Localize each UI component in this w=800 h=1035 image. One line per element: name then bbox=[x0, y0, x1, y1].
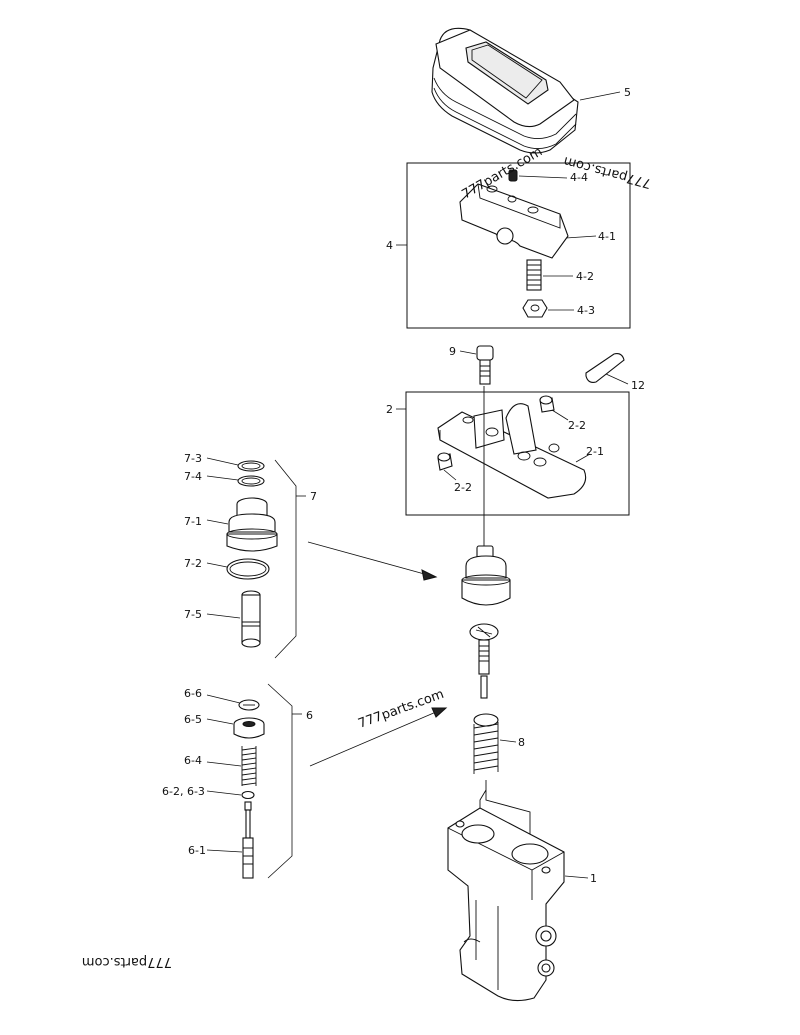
part-7-2-o-ring bbox=[226, 558, 270, 580]
label-6-5: 6-5 bbox=[184, 713, 202, 726]
part-6-5-seat bbox=[233, 717, 265, 739]
part-6-4-spring bbox=[241, 746, 257, 786]
label-6-2-6-3: 6-2, 6-3 bbox=[162, 785, 205, 798]
part-12-pin bbox=[585, 353, 625, 383]
label-7-2: 7-2 bbox=[184, 557, 202, 570]
part-2-2-bushing-upper bbox=[539, 395, 555, 413]
label-4-1: 4-1 bbox=[598, 230, 616, 243]
watermark-4: 777parts.com bbox=[82, 954, 172, 969]
part-7-1-plug bbox=[226, 497, 278, 552]
label-6-1: 6-1 bbox=[188, 844, 206, 857]
label-4-2: 4-2 bbox=[576, 270, 594, 283]
part-4-4-set-screw bbox=[508, 169, 518, 182]
label-2-2-upper: 2-2 bbox=[568, 419, 586, 432]
label-9: 9 bbox=[449, 345, 456, 358]
part-4-1-bracket bbox=[459, 183, 569, 259]
part-1-valve-housing bbox=[447, 807, 565, 1002]
part-6-2-6-3-shim bbox=[241, 790, 255, 800]
part-5-boot bbox=[431, 27, 579, 154]
part-4-3-nut bbox=[522, 299, 548, 318]
label-2-2-lower: 2-2 bbox=[454, 481, 472, 494]
arrow-6 bbox=[309, 711, 437, 767]
label-6: 6 bbox=[306, 709, 313, 722]
label-4-3: 4-3 bbox=[577, 304, 595, 317]
center-plunger-housing bbox=[461, 545, 511, 606]
part-7-5-push-rod bbox=[241, 590, 261, 648]
part-4-2-stud bbox=[526, 259, 542, 291]
part-7-4-ring bbox=[237, 475, 265, 487]
part-8-spring bbox=[473, 713, 499, 774]
label-8: 8 bbox=[518, 736, 525, 749]
part-9-cap-screw bbox=[476, 345, 494, 385]
label-7-4: 7-4 bbox=[184, 470, 202, 483]
label-7-3: 7-3 bbox=[184, 452, 202, 465]
part-2-1-base bbox=[437, 403, 587, 499]
label-6-6: 6-6 bbox=[184, 687, 202, 700]
label-7-1: 7-1 bbox=[184, 515, 202, 528]
part-6-1-spool bbox=[242, 801, 254, 879]
assembly-2-frame bbox=[405, 391, 630, 516]
watermark-2: 777parts.com bbox=[562, 153, 653, 191]
center-seat-and-screw bbox=[469, 623, 499, 699]
part-2-2-bushing-lower bbox=[437, 452, 453, 471]
label-2-1: 2-1 bbox=[586, 445, 604, 458]
label-7-5: 7-5 bbox=[184, 608, 202, 621]
label-6-4: 6-4 bbox=[184, 754, 202, 767]
label-12: 12 bbox=[631, 379, 645, 392]
label-5: 5 bbox=[624, 86, 631, 99]
label-1: 1 bbox=[590, 872, 597, 885]
label-7: 7 bbox=[310, 490, 317, 503]
label-4: 4 bbox=[386, 239, 393, 252]
bracket-7 bbox=[274, 459, 297, 659]
part-6-6-washer bbox=[238, 699, 260, 711]
bracket-6 bbox=[267, 683, 293, 879]
part-7-3-snap-ring bbox=[237, 460, 265, 472]
arrow-7 bbox=[307, 541, 429, 576]
label-2: 2 bbox=[386, 403, 393, 416]
label-4-4: 4-4 bbox=[570, 171, 588, 184]
assembly-4-frame bbox=[406, 162, 631, 329]
